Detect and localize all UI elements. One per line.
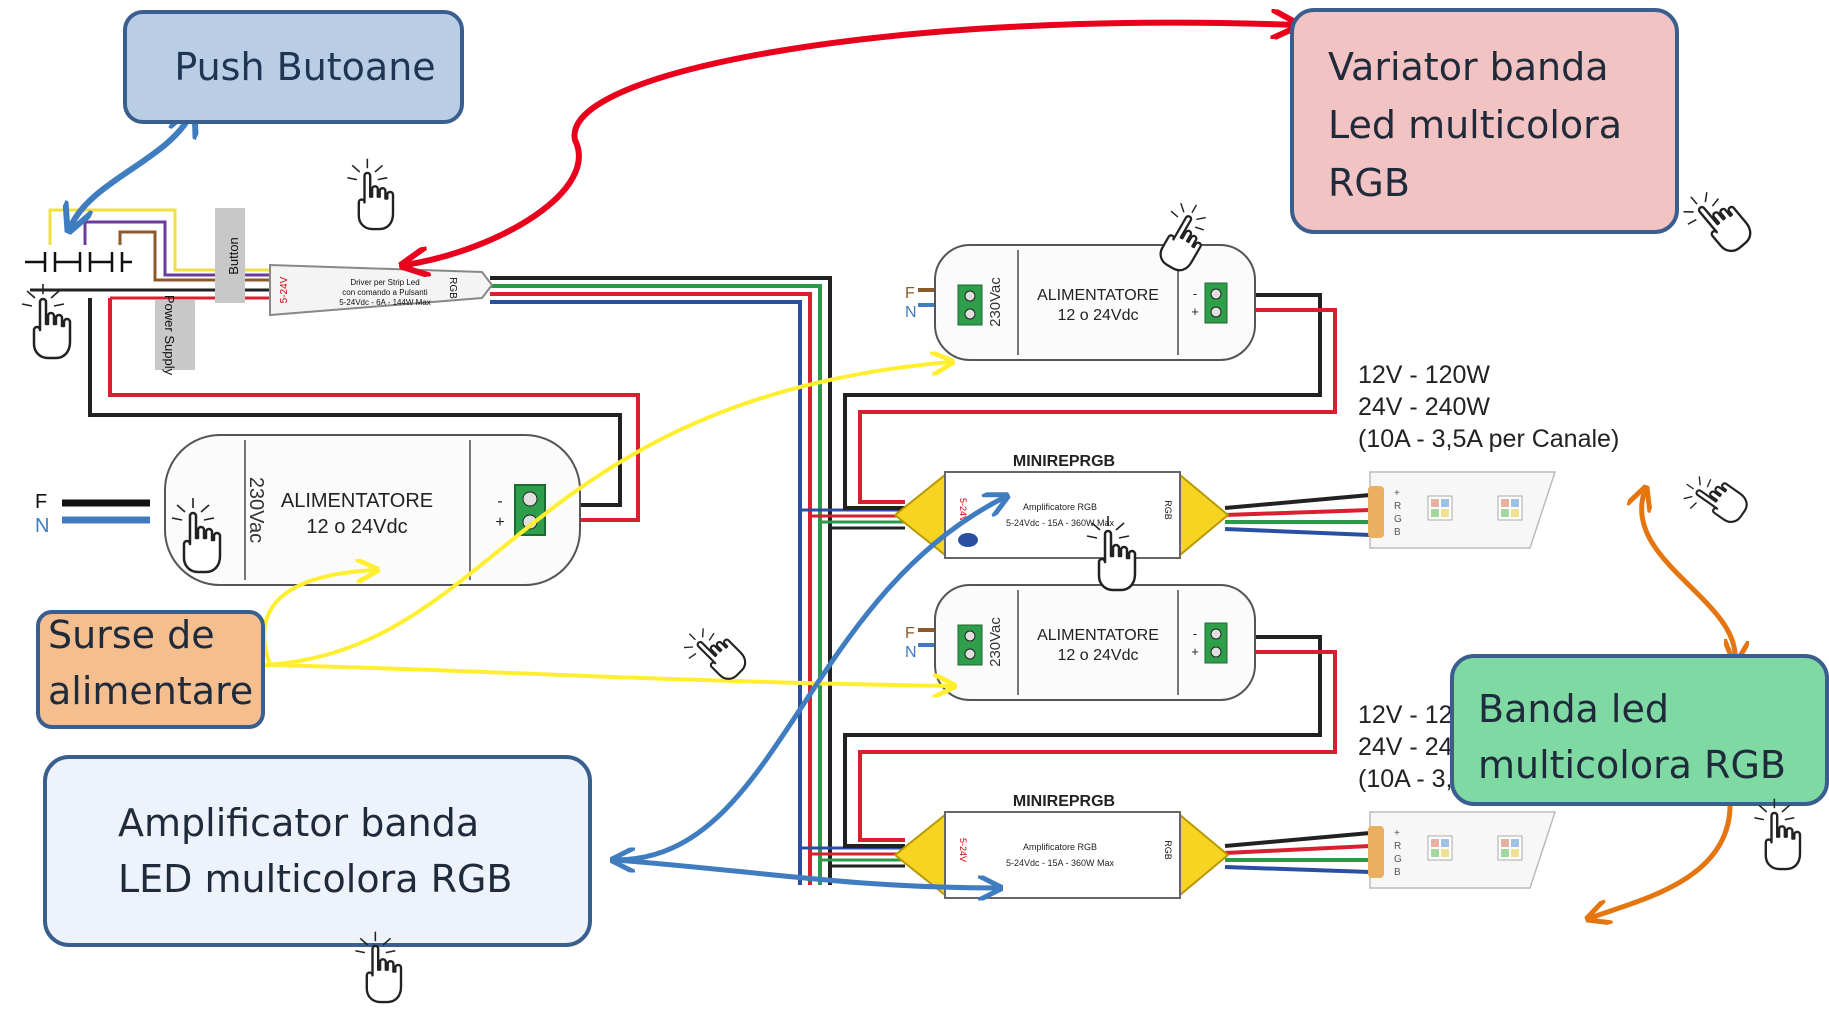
arrow-yellow-psu-top bbox=[264, 362, 950, 667]
callout-banda-line1: Banda led bbox=[1478, 687, 1669, 731]
strip-top-b: B bbox=[1394, 527, 1401, 538]
callout-amplificator: Amplificator banda LED multicolora RGB bbox=[43, 755, 592, 947]
callout-banda: Banda led multicolora RGB bbox=[1450, 654, 1829, 806]
led-strip-bottom: + R G B bbox=[1368, 811, 1557, 889]
strip-top-g: G bbox=[1394, 514, 1402, 525]
psu-main-plus: + bbox=[495, 514, 504, 531]
amp-top-text-1: Amplificatore RGB bbox=[1023, 502, 1097, 512]
psu-top-minus: - bbox=[1193, 286, 1197, 301]
specs-top-line2: 24V - 240W bbox=[1358, 393, 1490, 421]
callout-variator-line3: RGB bbox=[1328, 161, 1410, 205]
button-tag-label: Button bbox=[226, 237, 241, 275]
psu-top-vac: 230Vac bbox=[987, 277, 1004, 327]
hand-pointer-icon bbox=[20, 282, 72, 360]
driver-input-label: 5-24V bbox=[279, 276, 290, 303]
amp-top-title: MINIREPRGB bbox=[1013, 453, 1115, 470]
psu-main-vac: 230Vac bbox=[245, 477, 267, 543]
psu-top-n: N bbox=[905, 304, 917, 321]
power-supply-tag bbox=[155, 300, 195, 370]
arrow-yellow-psu-main bbox=[262, 570, 375, 666]
driver-text-1: Driver per Strip Led bbox=[350, 278, 419, 287]
rgb-led-chip bbox=[1427, 835, 1453, 861]
annotation-arrows bbox=[70, 23, 1735, 918]
amp-top-output-label: RGB bbox=[1163, 500, 1173, 520]
psu-mid-vac: 230Vac bbox=[987, 617, 1004, 667]
callout-surse-line2: alimentare bbox=[48, 669, 253, 713]
push-buttons bbox=[22, 245, 132, 275]
arrow-strip-top bbox=[1642, 490, 1736, 660]
power-supply-tag-label: Power Supply bbox=[162, 295, 177, 376]
callout-push-label: Push Butoane bbox=[174, 45, 435, 89]
hand-pointer-icon bbox=[1674, 179, 1757, 265]
strip-bottom-g: G bbox=[1394, 854, 1402, 865]
strip-bottom-r: R bbox=[1394, 841, 1401, 852]
psu-main: F N 230Vac ALIMENTATORE 12 o 24Vdc - + bbox=[35, 434, 581, 586]
amp-bottom-title: MINIREPRGB bbox=[1013, 793, 1115, 810]
psu-mid-voltage: 12 o 24Vdc bbox=[1058, 647, 1139, 664]
strip-top-r: R bbox=[1394, 501, 1401, 512]
psu-main-title: ALIMENTATORE bbox=[281, 490, 433, 512]
psu-mid-plus: + bbox=[1191, 644, 1199, 659]
strip-top-plus: + bbox=[1394, 488, 1400, 499]
psu-top-voltage: 12 o 24Vdc bbox=[1058, 307, 1139, 324]
callout-variator: Variator banda Led multicolora RGB bbox=[1290, 8, 1679, 234]
psu-main-minus: - bbox=[497, 493, 502, 510]
psu-main-f: F bbox=[35, 491, 47, 513]
rgb-led-chip bbox=[1497, 495, 1523, 521]
arrow-amp-top bbox=[615, 497, 1005, 860]
driver-text-3: 5-24Vdc - 6A - 144W Max bbox=[339, 298, 431, 307]
callout-amplificator-line1: Amplificator banda bbox=[118, 801, 479, 845]
arrow-variator bbox=[405, 23, 1295, 265]
strip-bottom-plus: + bbox=[1394, 828, 1400, 839]
amp-bottom-output-label: RGB bbox=[1163, 840, 1173, 860]
button-tag bbox=[215, 208, 245, 303]
arrow-amp-bottom bbox=[614, 857, 998, 888]
callout-amplificator-line2: LED multicolora RGB bbox=[118, 857, 513, 901]
callout-banda-line2: multicolora RGB bbox=[1478, 743, 1786, 787]
arrow-push bbox=[70, 112, 192, 228]
rgb-driver: Button Power Supply 5-24V RGB Driver per… bbox=[155, 208, 494, 376]
driver-text-2: con comando a Pulsanti bbox=[342, 288, 428, 297]
amp-top-text-2: 5-24Vdc - 15A - 360W Max bbox=[1006, 518, 1115, 528]
amp-bottom-text-1: Amplificatore RGB bbox=[1023, 842, 1097, 852]
rgb-led-chip bbox=[1497, 835, 1523, 861]
callout-variator-line2: Led multicolora bbox=[1328, 103, 1622, 147]
arrow-yellow-psu-mid bbox=[264, 663, 952, 686]
psu-mid-title: ALIMENTATORE bbox=[1037, 627, 1159, 644]
psu-main-voltage: 12 o 24Vdc bbox=[306, 516, 407, 538]
specs-top-line3: (10A - 3,5A per Canale) bbox=[1358, 425, 1619, 453]
specs-top-line1: 12V - 120W bbox=[1358, 361, 1490, 389]
callout-variator-line1: Variator banda bbox=[1328, 45, 1609, 89]
amp-bottom-text-2: 5-24Vdc - 15A - 360W Max bbox=[1006, 858, 1115, 868]
hand-pointer-icon bbox=[346, 157, 395, 231]
psu-top-plus: + bbox=[1191, 304, 1199, 319]
psu-top: F N 230Vac ALIMENTATORE 12 o 24Vdc - + bbox=[905, 244, 1256, 361]
hand-pointer-icon bbox=[1753, 797, 1802, 871]
amp-bottom-input-label: 5-24V bbox=[958, 838, 968, 862]
psu-mid-minus: - bbox=[1193, 626, 1197, 641]
psu-top-title: ALIMENTATORE bbox=[1037, 287, 1159, 304]
callout-push: Push Butoane bbox=[123, 10, 464, 124]
psu-mid-n: N bbox=[905, 644, 917, 661]
strip-bottom-b: B bbox=[1394, 867, 1401, 878]
callout-surse: Surse de alimentare bbox=[36, 610, 265, 729]
psu-mid: F N 230Vac ALIMENTATORE 12 o 24Vdc - + bbox=[905, 584, 1256, 701]
arrow-strip-bottom bbox=[1590, 804, 1733, 918]
led-strip-top: + R G B bbox=[1368, 471, 1557, 549]
callout-surse-line1: Surse de bbox=[48, 613, 215, 657]
psu-main-n: N bbox=[35, 515, 49, 537]
psu-top-f: F bbox=[905, 285, 915, 302]
psu-mid-f: F bbox=[905, 625, 915, 642]
amplifier-top: MINIREPRGB 5-24V RGB Amplificatore RGB 5… bbox=[893, 453, 1230, 559]
hand-pointer-icon bbox=[1675, 464, 1753, 536]
specs-top: 12V - 120W 24V - 240W (10A - 3,5A per Ca… bbox=[1358, 361, 1619, 453]
rgb-led-chip bbox=[1427, 495, 1453, 521]
driver-output-label: RGB bbox=[447, 277, 458, 299]
amplifier-bottom: MINIREPRGB 5-24V RGB Amplificatore RGB 5… bbox=[893, 793, 1230, 899]
